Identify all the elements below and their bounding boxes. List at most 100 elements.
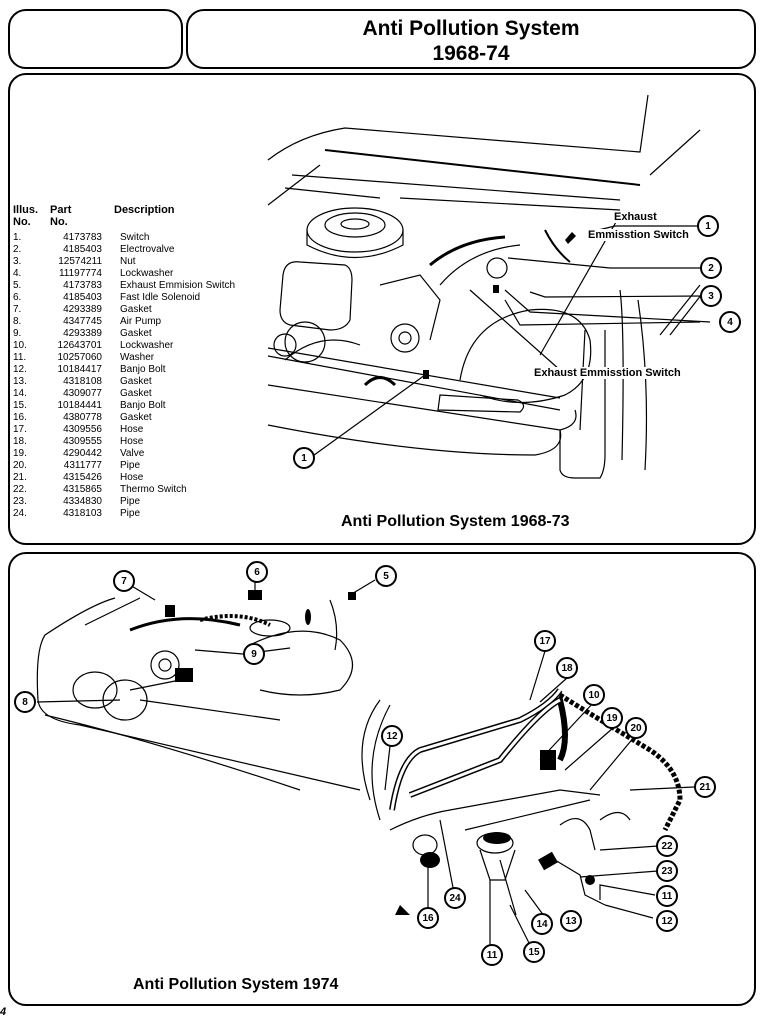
part-number: 4315865 (63, 484, 102, 495)
part-number: 4334830 (63, 496, 102, 507)
callout-16: 16 (417, 907, 439, 929)
part-description: Banjo Bolt (120, 400, 166, 411)
top-car-drawing (267, 94, 711, 479)
part-description: Thermo Switch (120, 484, 187, 495)
illus-number: 6. (13, 292, 22, 303)
part-number: 4290442 (63, 448, 102, 459)
caption-1968-73: Anti Pollution System 1968-73 (341, 513, 570, 530)
part-description: Pipe (120, 460, 141, 471)
callout-8: 8 (14, 691, 36, 713)
illus-number: 12. (13, 364, 27, 375)
part-description: Gasket (120, 304, 152, 315)
callout-12: 12 (381, 725, 403, 747)
part-description: Banjo Bolt (120, 364, 166, 375)
part-description: Gasket (120, 388, 152, 399)
part-number: 11197774 (58, 268, 102, 279)
part-description: Hose (120, 436, 144, 447)
page-number: 4 (0, 1006, 7, 1018)
illus-number: 14. (13, 388, 27, 399)
parts-table-header-2: No. No. (13, 216, 235, 228)
part-description: Gasket (120, 376, 152, 387)
part-number: 4318103 (63, 508, 102, 519)
callout-14: 14 (531, 913, 553, 935)
part-description: Nut (120, 256, 136, 267)
top-dark-parts (423, 232, 576, 379)
part-number: 10257060 (57, 352, 103, 363)
part-description: Hose (120, 424, 144, 435)
part-number: 4318108 (63, 376, 102, 387)
illus-number: 17. (13, 424, 27, 435)
callout-20: 20 (625, 717, 647, 739)
illus-number: 19. (13, 448, 27, 459)
header-illus-no: No. (13, 216, 31, 228)
callout-17: 17 (534, 630, 556, 652)
part-description: Valve (120, 448, 145, 459)
parts-table-row: 11. 10257060 Washer (13, 352, 235, 364)
callout-9: 9 (243, 643, 265, 665)
part-description: Air Pump (120, 316, 162, 327)
part-description: Electrovalve (120, 244, 175, 255)
illus-number: 3. (13, 256, 22, 267)
illus-number: 4. (13, 268, 22, 279)
part-description: Switch (120, 232, 150, 243)
callout-2: 2 (700, 257, 722, 279)
part-description: Pipe (120, 508, 141, 519)
callout-5: 5 (375, 565, 397, 587)
header-description: Description (114, 204, 175, 216)
illus-number: 5. (13, 280, 22, 291)
illus-number: 11. (13, 352, 27, 363)
illus-number: 9. (13, 328, 22, 339)
page-title: Anti Pollution System (362, 17, 580, 40)
part-description: Lockwasher (120, 268, 174, 279)
callout-15: 15 (523, 941, 545, 963)
part-number: 12574211 (58, 256, 102, 267)
part-number: 12643701 (57, 340, 103, 351)
header-part: Part (50, 204, 72, 216)
callout-12-right: 12 (656, 910, 678, 932)
parts-table-row: 3. 12574211 Nut (13, 256, 235, 268)
illus-number: 21. (13, 472, 27, 483)
callout-22: 22 (656, 835, 678, 857)
illus-number: 2. (13, 244, 22, 255)
part-description: Gasket (120, 328, 152, 339)
parts-table-row: 14. 4309077 Gasket (13, 388, 235, 400)
part-description: Washer (120, 352, 155, 363)
part-description: Exhaust Emmision Switch (120, 280, 236, 291)
callout-1-lower: 1 (293, 447, 315, 469)
illus-number: 13. (13, 376, 27, 387)
part-description: Pipe (120, 496, 141, 507)
part-description: Gasket (120, 412, 152, 423)
callout-1: 1 (697, 215, 719, 237)
callout-24: 24 (444, 887, 466, 909)
part-number: 4309077 (63, 388, 102, 399)
callout-6: 6 (246, 561, 268, 583)
illus-number: 7. (13, 304, 22, 315)
part-description: Lockwasher (120, 340, 174, 351)
part-number: 4309555 (63, 436, 102, 447)
illus-number: 1. (13, 232, 22, 243)
illus-number: 15. (13, 400, 27, 411)
part-number: 4173783 (63, 232, 102, 243)
bottom-dark-parts (165, 590, 595, 915)
parts-table-header: Illus. Part Description (13, 204, 235, 216)
callout-23: 23 (656, 860, 678, 882)
callout-4: 4 (719, 311, 741, 333)
part-number: 4347745 (63, 316, 102, 327)
parts-table-row: 4. 11197774 Lockwasher (13, 268, 235, 280)
label-exhaust: Exhaust (614, 211, 657, 223)
